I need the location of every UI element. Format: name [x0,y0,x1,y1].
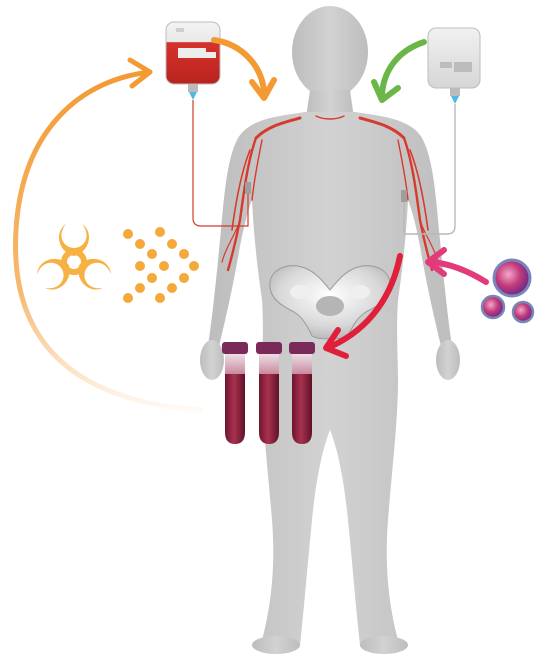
dots-arrow-icon [123,227,199,303]
clear-bag-right [428,28,480,104]
blood-tube-1 [222,342,248,444]
blood-tube-3 [289,342,315,444]
iv-catheter-left [245,182,251,194]
iv-catheter-right [401,190,407,202]
blood-tube-2 [256,342,282,444]
blood-cells-icon [482,260,533,322]
green-arrow-bag-to-body [382,42,424,94]
blood-bag-left [166,22,220,100]
biohazard-icon [34,224,115,294]
